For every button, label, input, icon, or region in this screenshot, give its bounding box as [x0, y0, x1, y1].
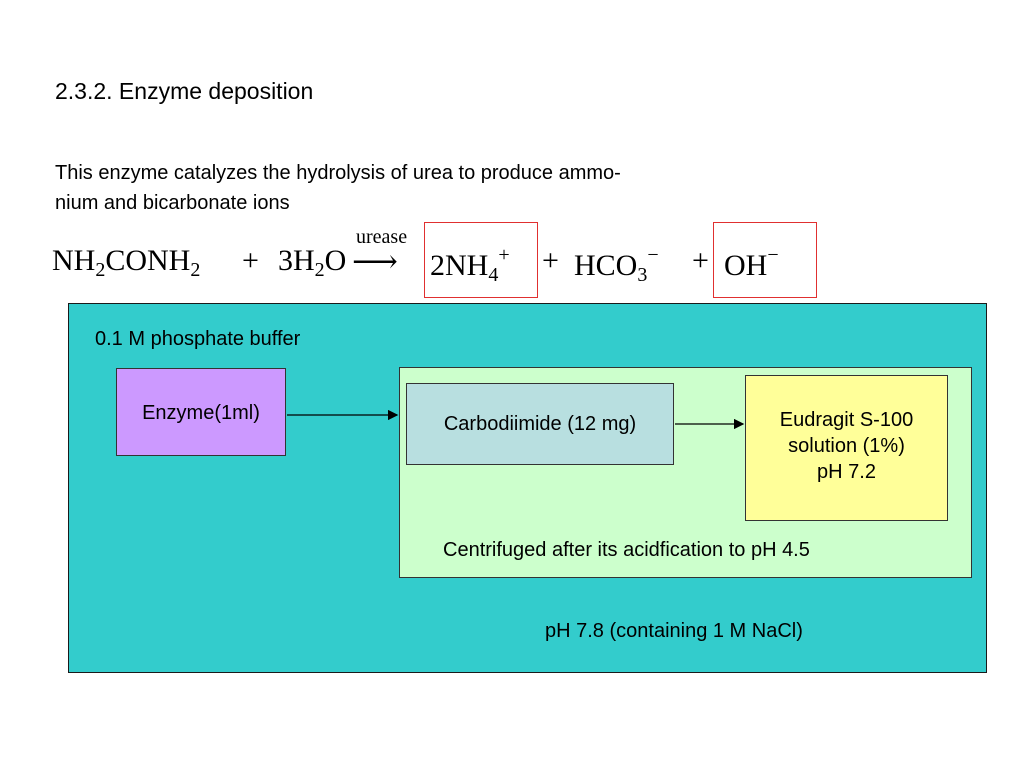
enzyme-box: Enzyme(1ml)	[116, 368, 286, 456]
enzyme-label: Enzyme(1ml)	[142, 402, 260, 424]
intro-line-1: This enzyme catalyzes the hydrolysis of …	[55, 162, 621, 184]
subscript: 4	[488, 264, 499, 286]
eudragit-line-2: solution (1%)	[788, 435, 905, 457]
reaction-equation: NH2CONH2 + 3H2O urease ⟶ 2NH4+ + HCO3− +…	[52, 222, 832, 302]
buffer-label: 0.1 M phosphate buffer	[95, 328, 301, 350]
superscript: −	[647, 244, 659, 266]
section-title: 2.3.2. Enzyme deposition	[55, 78, 314, 104]
catalyst-label: urease	[356, 226, 408, 248]
carbodiimide-box: Carbodiimide (12 mg)	[406, 383, 674, 465]
product-hydroxide: OH−	[724, 244, 779, 283]
highlight-box-hydroxide	[713, 222, 817, 298]
reactant-urea: NH2CONH2	[52, 244, 200, 282]
highlight-box-ammonium	[424, 222, 538, 298]
superscript: +	[498, 244, 510, 266]
intro-text: This enzyme catalyzes the hydrolysis of …	[55, 158, 621, 218]
plus-sign: +	[692, 244, 709, 277]
subscript: 2	[95, 259, 106, 281]
eudragit-line-3: pH 7.2	[817, 461, 876, 483]
product-bicarbonate: HCO3−	[574, 244, 659, 287]
subscript: 3	[637, 264, 648, 286]
reactant-water: 3H2O	[278, 244, 346, 282]
subscript: 2	[190, 259, 201, 281]
reactant-urea-part: NH	[52, 244, 96, 277]
centrifuge-label: Centrifuged after its acidfication to pH…	[443, 539, 810, 561]
superscript: −	[767, 244, 779, 266]
product-bicarbonate-part: HCO	[574, 249, 638, 282]
carbodiimide-label: Carbodiimide (12 mg)	[443, 412, 637, 435]
eudragit-box: Eudragit S-100 solution (1%) pH 7.2	[745, 375, 948, 521]
product-hydroxide-part: OH	[724, 249, 768, 282]
product-ammonium: 2NH4+	[430, 244, 510, 287]
plus-sign: +	[542, 244, 559, 277]
reactant-urea-part: CONH	[105, 244, 191, 277]
reactant-water-part: 3H	[278, 244, 315, 277]
subscript: 2	[314, 259, 325, 281]
reactant-water-part: O	[324, 244, 347, 277]
product-ammonium-part: 2NH	[430, 249, 489, 282]
intro-line-2: nium and bicarbonate ions	[55, 192, 290, 214]
reaction-arrow: ⟶	[352, 243, 398, 279]
plus-sign: +	[242, 244, 259, 277]
eudragit-line-1: Eudragit S-100	[779, 409, 914, 431]
ph-label: pH 7.8 (containing 1 M NaCl)	[545, 620, 803, 642]
